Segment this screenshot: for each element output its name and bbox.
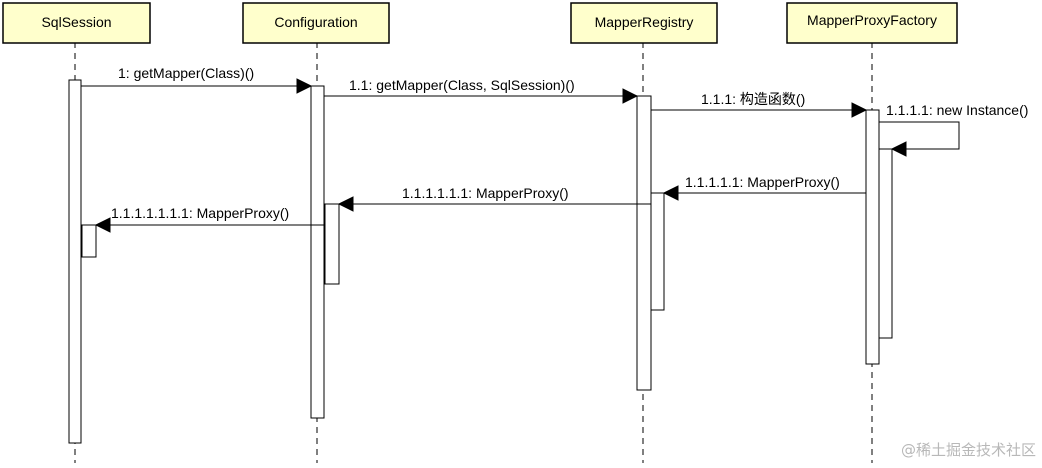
activation-mapperregistry-return [650, 192, 665, 311]
arrowhead-icon [337, 196, 354, 212]
activation-mapperregistry [636, 95, 652, 391]
message-1-1-1-1-1-1: 1.1.1.1.1.1: MapperProxy() [337, 185, 651, 212]
participant-label: MapperProxyFactory [807, 12, 937, 28]
arrowhead-icon [890, 141, 907, 157]
message-1-1: 1.1: getMapper(Class, SqlSession)() [324, 77, 639, 104]
activation-sqlsession [68, 79, 82, 444]
message-label: 1.1.1.1.1.1: MapperProxy() [402, 185, 569, 201]
participant-mapperregistry: MapperRegistry [570, 2, 718, 44]
message-label: 1.1.1.1: new Instance() [886, 102, 1028, 118]
message-1-1-1-1-self: 1.1.1.1: new Instance() [879, 102, 1028, 157]
participant-mapperproxyfactory: MapperProxyFactory [786, 2, 958, 44]
arrowhead-icon [662, 185, 679, 201]
participant-configuration: Configuration [242, 2, 390, 44]
participant-label: SqlSession [41, 14, 111, 30]
participant-sqlsession: SqlSession [2, 2, 151, 44]
arrowhead-icon [94, 217, 111, 233]
message-label: 1: getMapper(Class)() [118, 65, 254, 81]
message-label: 1.1: getMapper(Class, SqlSession)() [349, 77, 575, 93]
activation-configuration-return [324, 203, 340, 285]
arrowhead-icon [622, 88, 639, 104]
message-1-1-1: 1.1.1: 构造函数() [651, 91, 868, 118]
participant-label: Configuration [274, 14, 357, 30]
activation-configuration [310, 85, 325, 419]
arrowhead-icon [851, 102, 868, 118]
message-label: 1.1.1.1.1.1.1: MapperProxy() [111, 205, 289, 221]
watermark: @稀土掘金技术社区 [901, 441, 1036, 459]
activation-mapperproxyfactory [865, 109, 880, 365]
arrowhead-icon [296, 78, 313, 94]
message-1: 1: getMapper(Class)() [81, 65, 313, 94]
message-1-1-1-1-1-1-1: 1.1.1.1.1.1.1: MapperProxy() [94, 205, 324, 233]
activation-sqlsession-return [81, 224, 97, 258]
activation-mapperproxyfactory-self [878, 148, 893, 339]
message-label: 1.1.1.1.1: MapperProxy() [685, 174, 840, 190]
message-1-1-1-1-1: 1.1.1.1.1: MapperProxy() [662, 174, 866, 201]
message-label: 1.1.1: 构造函数() [701, 91, 805, 107]
participant-label: MapperRegistry [595, 14, 694, 30]
